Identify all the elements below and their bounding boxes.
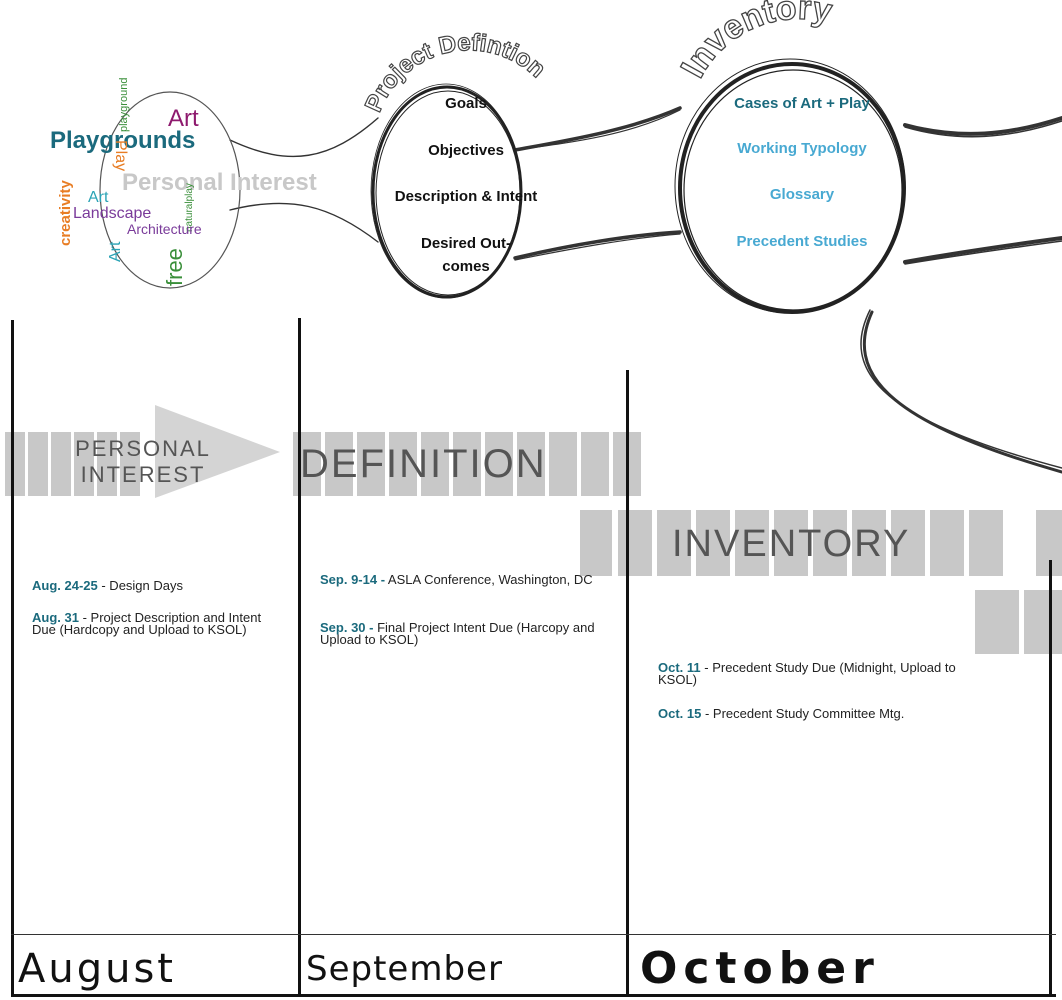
event-text: - Precedent Study Committee Mtg. (701, 706, 905, 721)
inv-item-glossary: Glossary (770, 186, 835, 203)
inventory-items: Cases of Art + Play Working Typology Glo… (734, 95, 870, 250)
month-october: October (640, 943, 880, 994)
pd-item-objectives: Objectives (428, 142, 504, 159)
event-date: Oct. 15 (658, 706, 702, 721)
word-art-vertical: Art (107, 241, 124, 262)
process-diagram: Project Defintion Inventory Art Playgrou… (50, 0, 1062, 474)
pd-item-desired-1: Desired Out- (421, 235, 511, 252)
word-play: Play (112, 140, 129, 171)
event-text: - Project Description and Intent Due (Ha… (32, 610, 262, 637)
inv-item-precedent: Precedent Studies (737, 233, 868, 250)
personal-interest-blocks (5, 432, 140, 496)
pd-item-description: Description & Intent (395, 188, 538, 205)
next-phase-blocks (975, 590, 1062, 654)
word-creativity: creativity (57, 179, 74, 246)
event-oct-11: Oct. 11 - Precedent Study Due (Midnight,… (658, 660, 998, 687)
month-row-bottom-line (11, 994, 1056, 997)
banner-definition: DEFINITION (300, 442, 547, 486)
timeline-banners (5, 405, 1062, 654)
divider-sep-oct (626, 370, 629, 995)
connector-lines (229, 106, 1062, 474)
pd-item-desired-2: comes (442, 258, 490, 275)
event-text: - Precedent Study Due (Midnight, Upload … (658, 660, 956, 687)
divider-oct-nov (1049, 560, 1052, 995)
event-aug-31: Aug. 31 - Project Description and Intent… (32, 610, 267, 637)
event-aug-24: Aug. 24-25 - Design Days (32, 578, 272, 593)
event-text: ASLA Conference, Washington, DC (385, 572, 593, 587)
month-september: September (306, 949, 503, 989)
word-landscape: Landscape (73, 205, 151, 222)
event-sep-9: Sep. 9-14 - ASLA Conference, Washington,… (320, 572, 600, 587)
month-row-top-line (11, 934, 1056, 935)
word-architecture: Architecture (127, 221, 202, 237)
word-playground-vertical: playground (118, 78, 130, 132)
event-sep-30: Sep. 30 - Final Project Intent Due (Harc… (320, 620, 600, 647)
banner-inventory: INVENTORY (672, 523, 911, 565)
personal-interest-arrow (155, 405, 280, 498)
event-date: Aug. 31 (32, 610, 79, 625)
word-free: free (162, 248, 187, 286)
project-definition-items: Goals Objectives Description & Intent De… (395, 95, 538, 275)
word-natural-play: naturalplay (184, 183, 195, 232)
project-definition-circle (370, 83, 523, 299)
inventory-blocks (580, 510, 1062, 576)
event-date: Aug. 24-25 (32, 578, 98, 593)
word-art-small: Art (88, 189, 109, 206)
word-art: Art (168, 105, 199, 132)
pd-item-goals: Goals (445, 95, 487, 112)
banner-personal-line2: INTEREST (80, 462, 206, 487)
divider-aug-sep (298, 318, 301, 995)
event-oct-15: Oct. 15 - Precedent Study Committee Mtg. (658, 706, 998, 721)
banner-personal-interest: PERSONAL INTEREST (8, 436, 278, 488)
event-date: Sep. 9-14 - (320, 572, 386, 587)
inventory-circle (674, 58, 906, 314)
word-personal-interest: Personal Interest (122, 169, 317, 196)
divider-left (11, 320, 14, 995)
word-cloud: Art Playgrounds playground Play Personal… (50, 78, 317, 286)
personal-interest-circle (99, 91, 241, 289)
word-playgrounds: Playgrounds (50, 127, 195, 154)
event-date: Oct. 11 (658, 660, 701, 675)
definition-blocks (293, 432, 641, 496)
banner-personal-line1: PERSONAL (75, 436, 211, 461)
event-text: - Design Days (97, 578, 183, 593)
inv-item-typology: Working Typology (737, 140, 867, 157)
event-date: Sep. 30 - (320, 620, 374, 635)
month-august: August (18, 946, 176, 992)
event-text: Final Project Intent Due (Harcopy and Up… (320, 620, 595, 647)
inv-item-cases: Cases of Art + Play (734, 95, 870, 112)
